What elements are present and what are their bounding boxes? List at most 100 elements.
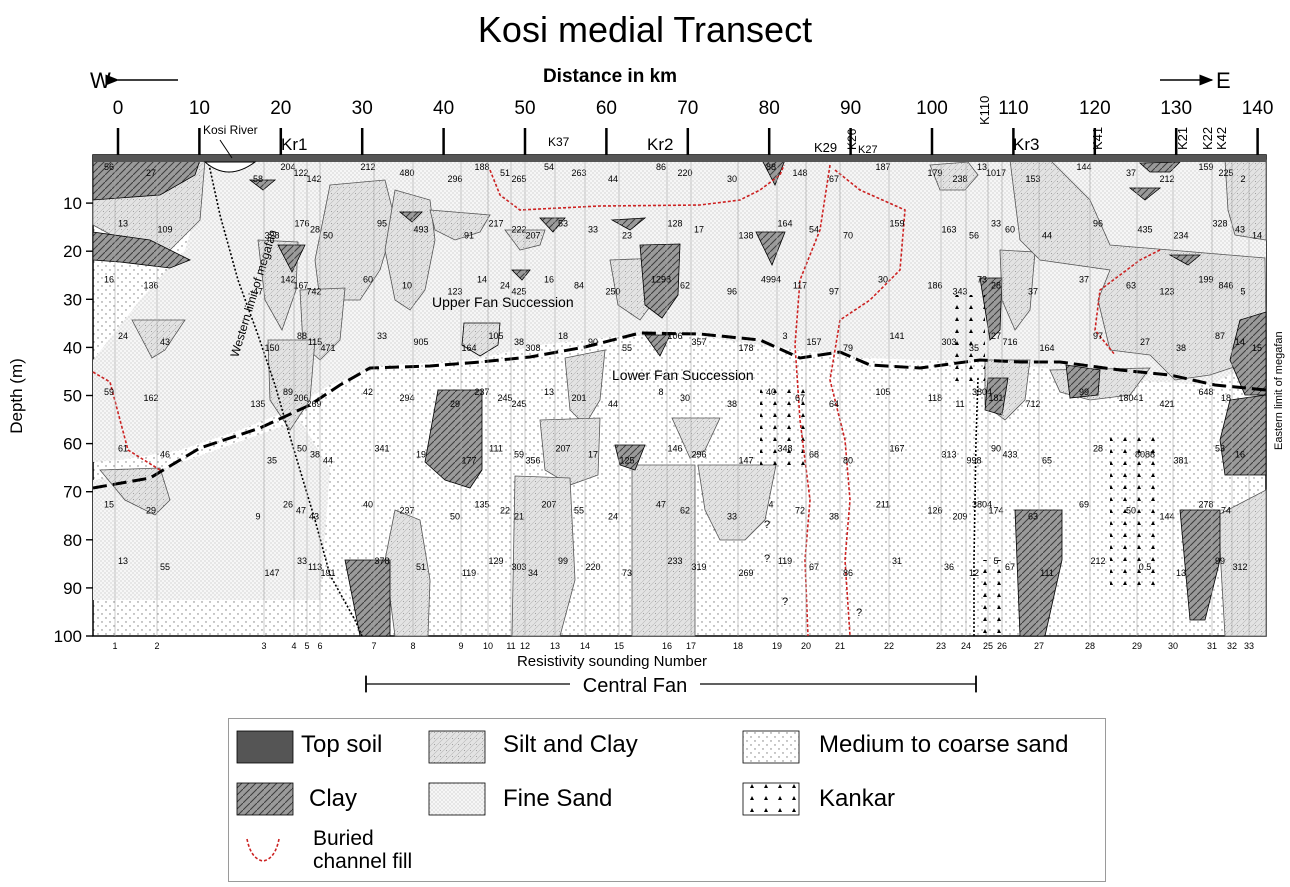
resistivity-value: 111 xyxy=(1040,568,1054,578)
resistivity-value: 209 xyxy=(952,512,967,522)
resistivity-value: 44 xyxy=(608,399,618,409)
resistivity-value: 88 xyxy=(297,331,307,341)
resistivity-value: 328 xyxy=(1212,218,1227,228)
resistivity-value: 44 xyxy=(1042,230,1052,240)
section-label-kr2: Kr2 xyxy=(647,135,673,154)
sounding-number: 27 xyxy=(1034,641,1044,651)
resistivity-value: 28 xyxy=(991,281,1001,291)
resistivity-value: 51 xyxy=(416,562,426,572)
resistivity-value: 33 xyxy=(991,218,1001,228)
section-label-k110: K110 xyxy=(977,96,992,125)
resistivity-value: 343 xyxy=(952,287,967,297)
resistivity-value: 37 xyxy=(1079,275,1089,285)
resistivity-value: 63 xyxy=(1028,512,1038,522)
resistivity-value: 28 xyxy=(1093,443,1103,453)
resistivity-value: 109 xyxy=(157,224,172,234)
resistivity-value: 233 xyxy=(667,556,682,566)
resistivity-value: 126 xyxy=(927,506,942,516)
resistivity-value: 245 xyxy=(511,399,526,409)
sounding-number: 7 xyxy=(371,641,376,651)
resistivity-value: 59 xyxy=(104,387,114,397)
resistivity-value: 29 xyxy=(146,506,156,516)
resistivity-value: 303 xyxy=(941,337,956,347)
resistivity-value: 742 xyxy=(306,287,321,297)
resistivity-value: 157 xyxy=(806,337,821,347)
y-axis-title: Depth (m) xyxy=(7,358,26,434)
sounding-number: 32 xyxy=(1227,641,1237,651)
resistivity-value: 18041 xyxy=(1118,393,1143,403)
resistivity-value: 30 xyxy=(878,275,888,285)
legend-label-msand: Medium to coarse sand xyxy=(819,731,1068,759)
resistivity-value: 50 xyxy=(323,230,333,240)
resistivity-value: 648 xyxy=(1198,387,1213,397)
resistivity-value: 125 xyxy=(619,455,634,465)
resistivity-value: 28 xyxy=(310,224,320,234)
x-axis-title: Distance in km xyxy=(543,66,677,87)
resistivity-value: 164 xyxy=(777,218,792,228)
resistivity-value: 212 xyxy=(360,162,375,172)
resistivity-value: 96 xyxy=(1093,218,1103,228)
legend-swatch-clay xyxy=(237,783,293,815)
sounding-number: 29 xyxy=(1132,641,1142,651)
legend-label-clay: Clay xyxy=(309,785,357,813)
resistivity-value: 846 xyxy=(1218,281,1233,291)
resistivity-value: 68 xyxy=(809,449,819,459)
sounding-number: 9 xyxy=(458,641,463,651)
resistivity-value: 96 xyxy=(727,287,737,297)
sounding-number: 24 xyxy=(961,641,971,651)
sounding-number: 8 xyxy=(410,641,415,651)
resistivity-value: 138 xyxy=(738,230,753,240)
resistivity-value: 303 xyxy=(511,562,526,572)
resistivity-value: 3 xyxy=(782,331,787,341)
resistivity-value: 129 xyxy=(488,556,503,566)
resistivity-value: 159 xyxy=(889,218,904,228)
sounding-number: 18 xyxy=(733,641,743,651)
sounding-number: 23 xyxy=(936,641,946,651)
legend-label-silt: Silt and Clay xyxy=(503,731,638,759)
sounding-number: 3 xyxy=(261,641,266,651)
section-label-k27: K27 xyxy=(858,144,878,156)
sounding-number: 11 xyxy=(506,641,515,651)
resistivity-value: 118 xyxy=(928,393,942,403)
sounding-number: 31 xyxy=(1207,641,1217,651)
resistivity-value: 159 xyxy=(1198,162,1213,172)
sounding-number: 15 xyxy=(614,641,624,651)
resistivity-value: 62 xyxy=(680,506,690,516)
section-label-k21: K21 xyxy=(1175,127,1190,150)
x-tick-label: 90 xyxy=(840,98,861,119)
resistivity-value: 211 xyxy=(876,500,890,510)
resistivity-value: 313 xyxy=(941,449,956,459)
resistivity-value: 35 xyxy=(969,343,979,353)
resistivity-value: 147 xyxy=(264,568,279,578)
sounding-number: 10 xyxy=(483,641,493,651)
resistivity-value: 0.5 xyxy=(1139,562,1152,572)
x-tick-label: 110 xyxy=(998,98,1028,119)
resistivity-value: 119 xyxy=(778,556,792,566)
resistivity-value: 220 xyxy=(585,562,600,572)
resistivity-value: 12 xyxy=(969,568,979,578)
resistivity-value: 56 xyxy=(969,230,979,240)
x-tick-label: 80 xyxy=(759,98,780,119)
resistivity-value: 16 xyxy=(1235,449,1245,459)
resistivity-value: 73 xyxy=(977,275,987,285)
resistivity-value: 65 xyxy=(1042,455,1052,465)
resistivity-value: 30 xyxy=(727,174,737,184)
resistivity-value: 97 xyxy=(829,287,839,297)
central-fan-label: Central Fan xyxy=(583,675,688,697)
resistivity-value: 67 xyxy=(795,393,805,403)
resistivity-value: 27 xyxy=(1140,337,1150,347)
sounding-number: 25 xyxy=(983,641,993,651)
y-tick-label: 10 xyxy=(63,194,82,213)
resistivity-value: 164 xyxy=(1039,343,1054,353)
resistivity-value: 22 xyxy=(500,506,510,516)
resistivity-value: 2 xyxy=(1240,174,1245,184)
resistivity-value: 238 xyxy=(952,174,967,184)
sounding-number: 30 xyxy=(1168,641,1178,651)
resistivity-value: 186 xyxy=(927,281,942,291)
resistivity-value: 47 xyxy=(656,500,666,510)
x-tick-label: 10 xyxy=(189,98,210,119)
x-tick-label: 100 xyxy=(916,98,948,119)
sounding-number: 13 xyxy=(550,641,560,651)
resistivity-value: 69 xyxy=(1079,500,1089,510)
